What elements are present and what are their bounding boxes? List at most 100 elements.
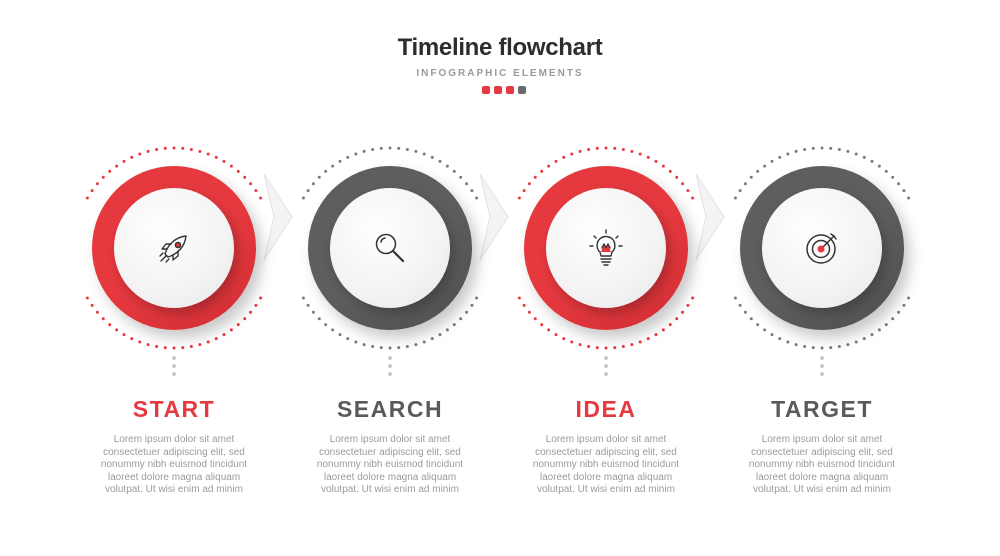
arc-dot — [414, 149, 418, 153]
arc-dot — [405, 148, 409, 152]
arc-dot — [254, 189, 258, 193]
rocket-icon — [159, 235, 187, 263]
arc-dot — [681, 182, 685, 186]
arc-dot — [786, 340, 790, 344]
arc-dot — [533, 317, 537, 321]
arc-dot — [604, 346, 608, 350]
dotted-arc — [85, 146, 263, 350]
arc-dot — [540, 169, 544, 173]
arc-dot — [907, 296, 911, 300]
arc-dot — [743, 182, 747, 186]
arc-dot — [547, 164, 551, 168]
arc-dot — [522, 303, 526, 307]
arc-dot — [862, 155, 866, 159]
arc-dot — [311, 182, 315, 186]
arc-dot — [198, 343, 202, 347]
arc-dot — [465, 310, 469, 314]
arc-dot — [756, 169, 760, 173]
arc-dot — [206, 152, 210, 156]
arc-dot — [108, 323, 112, 327]
arc-dot — [743, 310, 747, 314]
arc-dot — [613, 346, 617, 350]
arc-dot — [388, 146, 392, 150]
arc-dot — [301, 196, 305, 200]
arc-dot — [820, 146, 824, 150]
arc-dot — [189, 344, 193, 348]
arc-dot — [686, 189, 690, 193]
title-dot — [494, 86, 502, 94]
chevron-arrow-2 — [479, 173, 509, 261]
arc-dot — [578, 149, 582, 153]
arc-dot — [371, 148, 375, 152]
arc-dot — [638, 152, 642, 156]
arc-dot — [613, 146, 617, 150]
arc-dot — [422, 152, 426, 156]
step-inner-circle — [114, 188, 234, 308]
arc-dot — [146, 149, 150, 153]
arc-dot — [907, 196, 911, 200]
arc-dot — [122, 333, 126, 337]
arc-dot — [90, 303, 94, 307]
arc-dot — [621, 344, 625, 348]
target-icon — [806, 233, 837, 264]
arc-dot — [661, 328, 665, 332]
arc-dot — [362, 149, 366, 153]
arc-dot — [430, 155, 434, 159]
step-label: IDEA — [575, 396, 637, 422]
arc-dot — [749, 317, 753, 321]
arc-dot — [786, 152, 790, 156]
arc-dot — [362, 343, 366, 347]
arc-dot — [733, 196, 737, 200]
arc-dot — [452, 323, 456, 327]
arc-dot — [130, 155, 134, 159]
arc-dot — [595, 346, 599, 350]
arc-dot — [414, 343, 418, 347]
arc-dot — [570, 340, 574, 344]
dotted-arc — [733, 146, 911, 350]
arc-dot — [138, 152, 142, 156]
arc-dot — [388, 346, 392, 350]
arc-dot — [630, 343, 634, 347]
arc-dot — [763, 328, 767, 332]
arc-dot — [638, 340, 642, 344]
arc-dot — [547, 328, 551, 332]
arc-dot — [578, 343, 582, 347]
arc-dot — [891, 317, 895, 321]
arc-dot — [630, 149, 634, 153]
arc-dot — [527, 310, 531, 314]
arc-dot — [155, 344, 159, 348]
arc-dot — [138, 340, 142, 344]
arc-dot — [214, 155, 218, 159]
arc-dot — [522, 189, 526, 193]
arc-dot — [206, 340, 210, 344]
arc-dot — [101, 175, 105, 179]
arc-dot — [222, 333, 226, 337]
arc-dot — [379, 346, 383, 350]
arc-dot — [587, 148, 591, 152]
arc-dot — [517, 296, 521, 300]
arc-dot — [470, 189, 474, 193]
arc-dot — [846, 343, 850, 347]
step-inner-circle — [330, 188, 450, 308]
arc-dot — [902, 303, 906, 307]
arc-dot — [95, 182, 99, 186]
arc-dot — [846, 149, 850, 153]
step-label: START — [132, 396, 216, 422]
arc-dot — [681, 310, 685, 314]
arc-dot — [675, 175, 679, 179]
arc-dot — [675, 317, 679, 321]
arc-dot — [621, 148, 625, 152]
arc-dot — [181, 346, 185, 350]
arc-dot — [331, 328, 335, 332]
dotted-arc — [517, 146, 695, 350]
arc-dot — [562, 155, 566, 159]
arc-dot — [465, 182, 469, 186]
arc-dot — [654, 333, 658, 337]
arc-dot — [422, 340, 426, 344]
title-dot — [482, 86, 490, 94]
arc-dot — [803, 148, 807, 152]
